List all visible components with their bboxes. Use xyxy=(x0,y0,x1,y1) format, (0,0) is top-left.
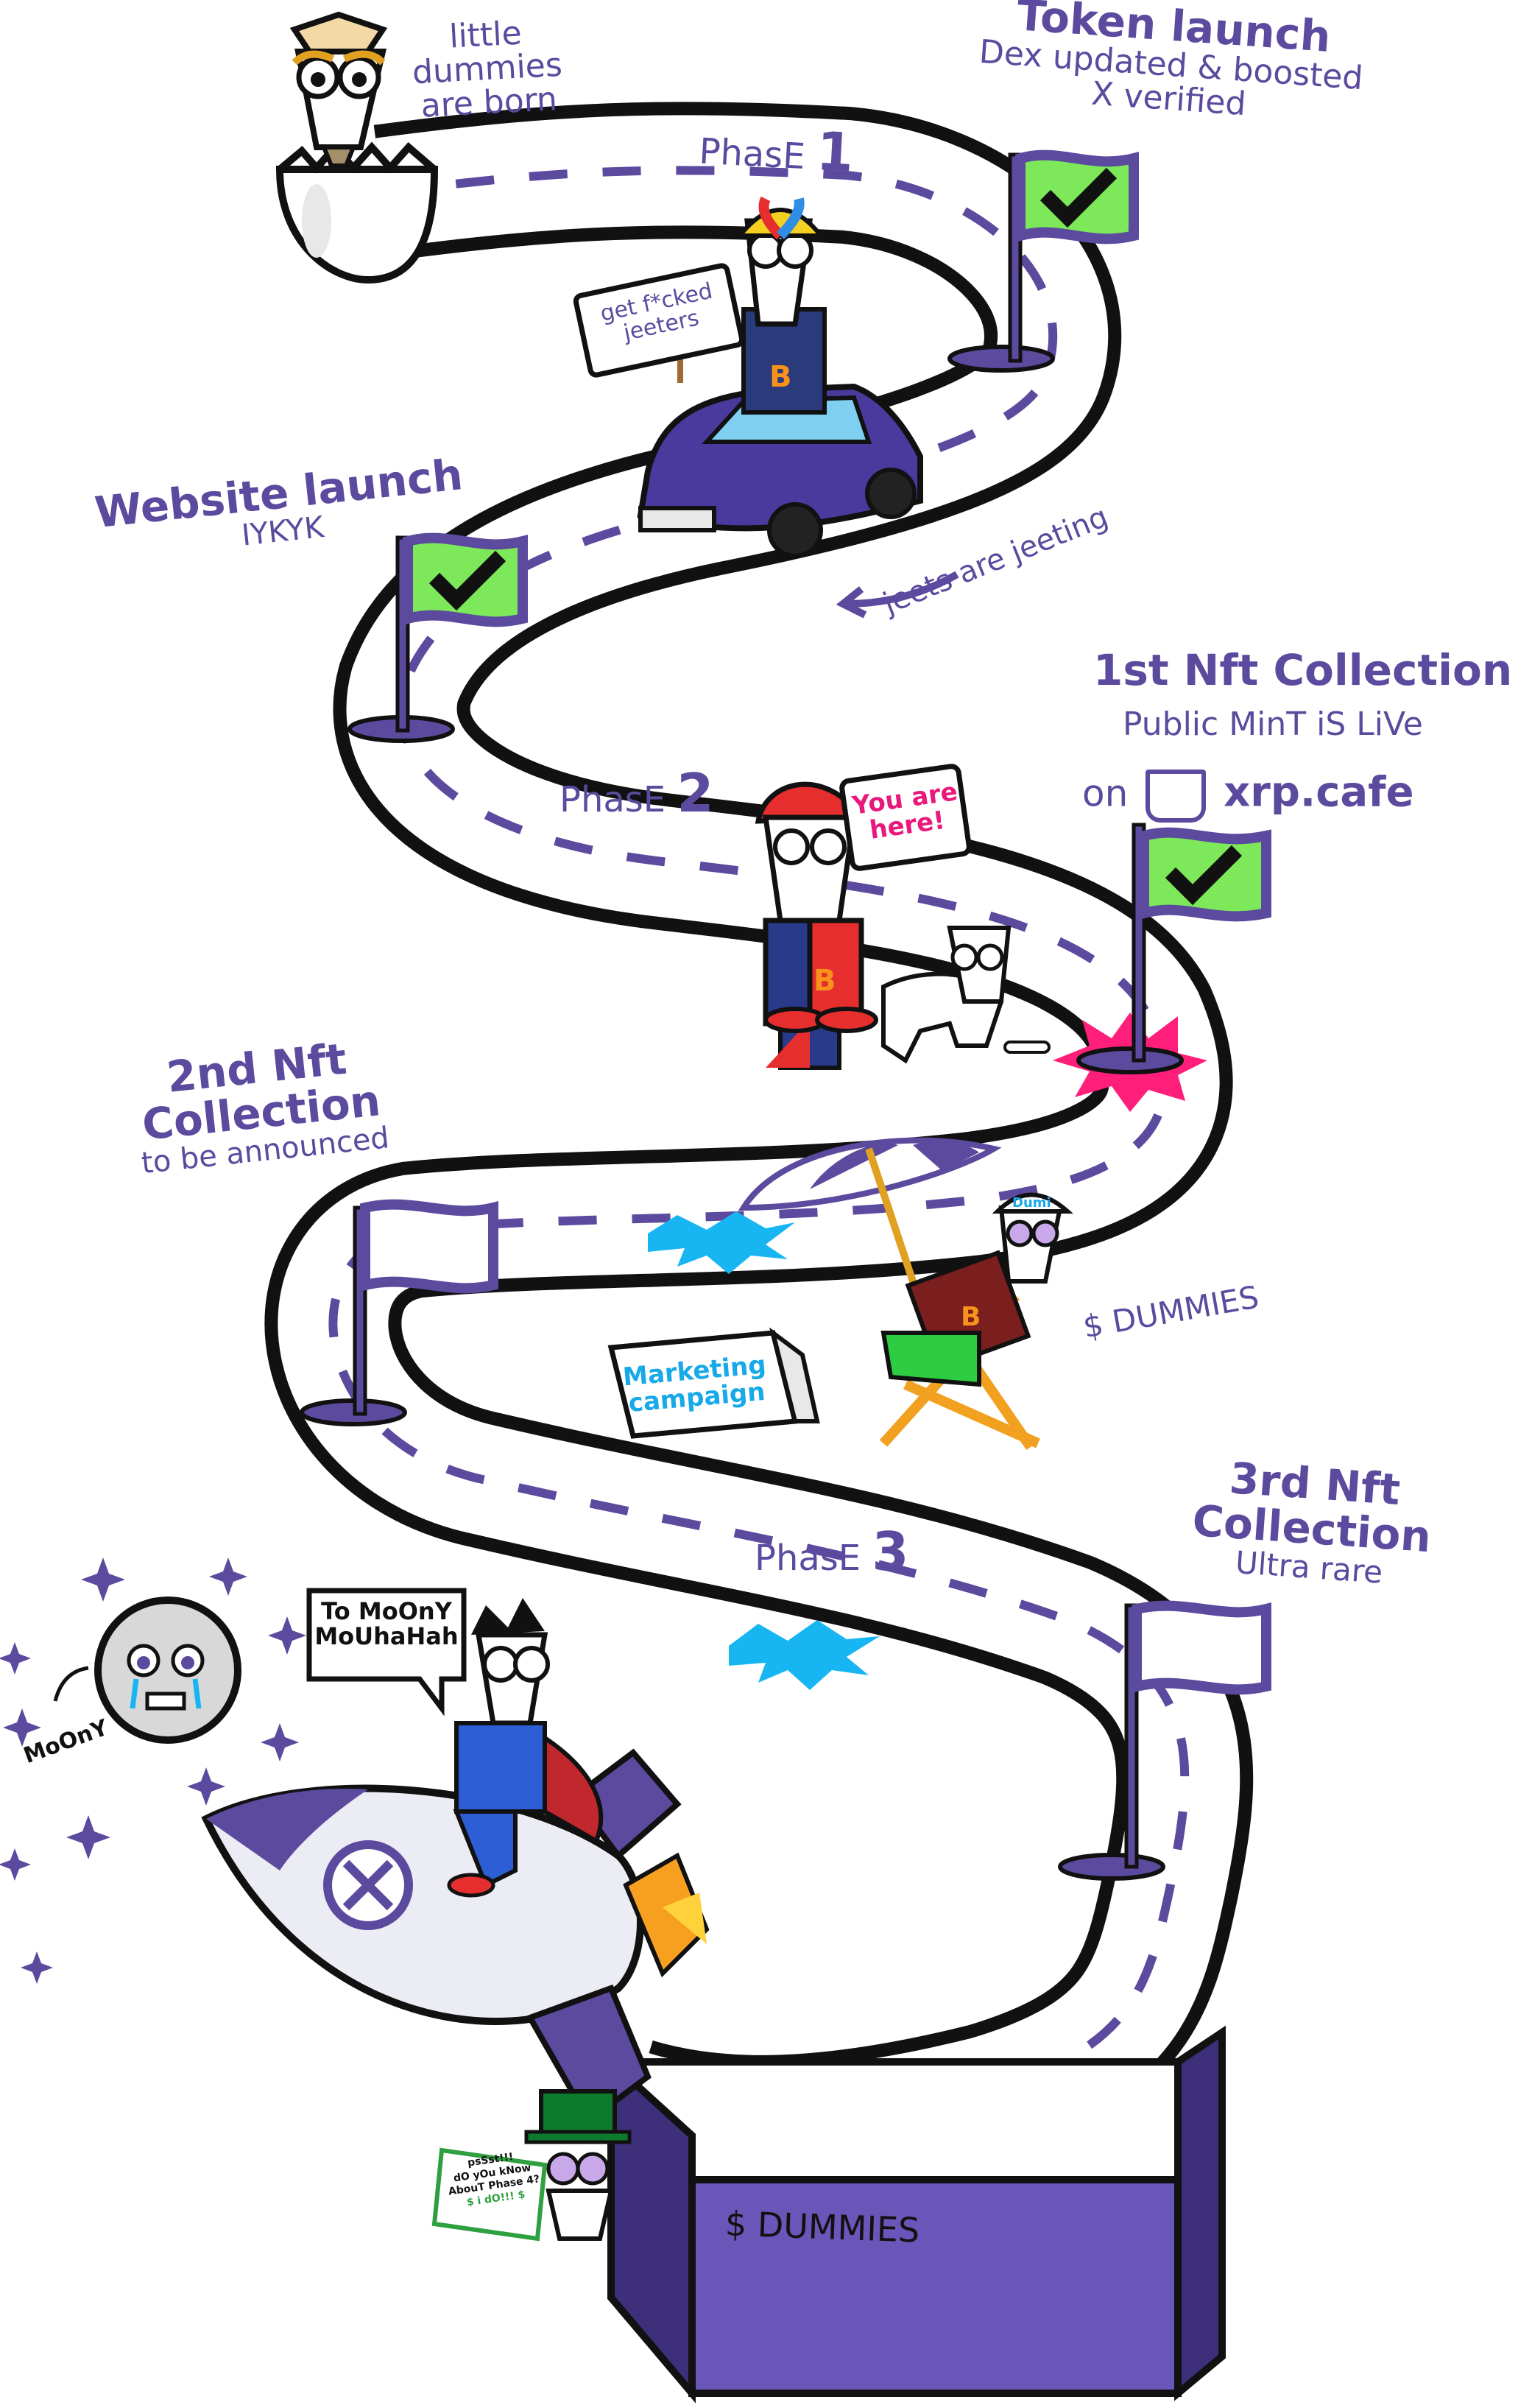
speech-moon-line-2: MoUhaHah xyxy=(314,1622,459,1650)
beach-chair: B xyxy=(879,1192,1073,1450)
marketing-sign xyxy=(607,1327,820,1439)
moon-icon xyxy=(53,1596,241,1744)
phase-3-word: PhasE xyxy=(755,1538,861,1579)
speech-moon-text: To MoOnY MoUhaHah xyxy=(313,1599,460,1649)
blue-burst-2 xyxy=(729,1620,880,1690)
ticker-base: $ DUMMIES xyxy=(724,2203,921,2250)
flag-token xyxy=(947,149,1139,373)
road-end-block xyxy=(607,2025,1226,2404)
phase-2-label: PhasE 2 xyxy=(560,765,714,822)
jeets-arrow-icon xyxy=(836,571,959,619)
phase-2-number: 2 xyxy=(677,762,714,824)
svg-text:B: B xyxy=(769,360,792,394)
car-illustration: B xyxy=(637,196,923,558)
blue-burst-1 xyxy=(648,1211,795,1274)
born-character xyxy=(289,11,388,168)
flag-nft3 xyxy=(1058,1600,1271,1881)
phase-1-word: PhasE xyxy=(698,130,807,178)
born-text: little dummies are born xyxy=(410,15,565,126)
phase-3-label: PhasE 3 xyxy=(755,1524,909,1580)
sign-board-jeeters xyxy=(573,263,745,378)
jester-character: B xyxy=(755,781,878,1070)
flag-website xyxy=(347,532,528,743)
svg-text:B: B xyxy=(813,964,836,998)
flag-nft2 xyxy=(300,1199,498,1426)
phase-2-word: PhasE xyxy=(560,779,666,820)
rocket-illustration xyxy=(201,1598,710,2125)
nft1-line-1: Public MinT iS LiVe xyxy=(1123,705,1423,743)
speech-moon-line-1: To MoOnY xyxy=(321,1597,452,1625)
ticker-base-text: $ DUMMIES xyxy=(724,2203,921,2250)
flag-nft1 xyxy=(1053,823,1271,1112)
nft1-title: 1st Nft Collection xyxy=(1093,645,1513,695)
egg-icon xyxy=(275,141,439,284)
nft3-milestone: 3rd Nft Collection Ultra rare xyxy=(1189,1453,1436,1592)
nft2-milestone: 2nd Nft Collection to be announced xyxy=(130,1033,391,1180)
phase-1-number: 1 xyxy=(815,119,855,184)
sign-board-here xyxy=(839,764,972,871)
nft1-on: on xyxy=(1082,772,1129,815)
beach-cap-label: Dumi xyxy=(1012,1195,1051,1211)
phase-3-number: 3 xyxy=(872,1521,909,1583)
nft1-milestone: 1st Nft Collection Public MinT iS LiVe xyxy=(1093,648,1512,742)
nft1-site: xrp.cafe xyxy=(1224,768,1414,817)
leprechaun-character xyxy=(431,2089,632,2242)
nft1-on-row: on xrp.cafe xyxy=(1082,770,1414,823)
svg-text:B: B xyxy=(961,1302,981,1332)
born-text-line-3: are born xyxy=(420,80,559,126)
phase-1-label: PhasE 1 xyxy=(698,118,855,184)
speech-bubble-moon xyxy=(306,1588,467,1717)
winding-road xyxy=(264,102,1254,2192)
sparkle-stars xyxy=(0,1557,306,1984)
beach-umbrella xyxy=(738,1137,1002,1349)
coffee-cup-icon xyxy=(1146,770,1207,823)
cap-text: Dumi xyxy=(1012,1195,1051,1211)
goat-illustration xyxy=(881,926,1051,1064)
